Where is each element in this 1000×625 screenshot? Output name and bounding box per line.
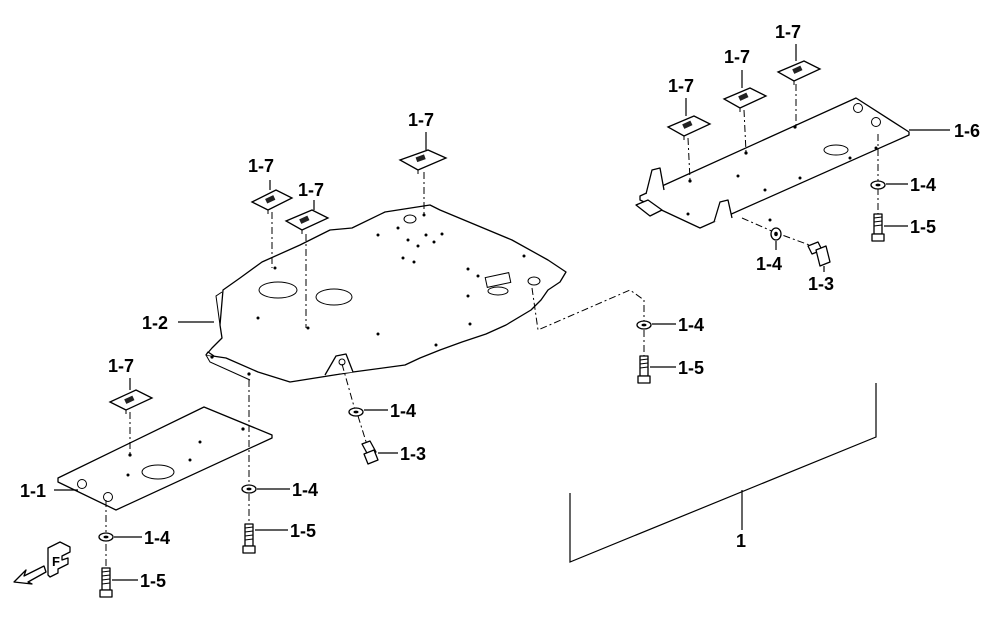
front-direction-marker: F	[13, 541, 71, 585]
callout-1-5: 1-5	[678, 358, 704, 378]
bolt	[871, 213, 885, 242]
assembly-bracket-1	[569, 383, 877, 563]
bolt	[807, 241, 831, 267]
callout-1-2: 1-2	[142, 313, 168, 333]
washers-1-4	[98, 180, 886, 542]
plate-1-6	[635, 97, 910, 229]
bolt	[637, 355, 651, 384]
front-marker-letter: F	[52, 554, 60, 569]
plate-1-2	[205, 204, 567, 383]
bolt	[99, 567, 113, 598]
callout-1-4: 1-4	[910, 175, 936, 195]
callout-1-7: 1-7	[298, 180, 324, 200]
pad-1-7-g	[776, 60, 822, 85]
alignment-lines	[105, 84, 879, 568]
pad-1-7-d	[108, 389, 154, 414]
washer	[770, 227, 782, 241]
washer	[870, 180, 886, 190]
bolts-1-5	[99, 213, 885, 598]
bolt	[361, 440, 379, 465]
washer	[241, 484, 257, 494]
callout-1-1: 1-1	[20, 481, 46, 501]
washer	[98, 532, 114, 542]
callout-1-5: 1-5	[140, 571, 166, 591]
callout-1-4: 1-4	[144, 528, 170, 548]
callout-1-4: 1-4	[292, 480, 318, 500]
callout-1-3: 1-3	[808, 274, 834, 294]
callout-1-7: 1-7	[724, 47, 750, 67]
pad-1-7-e	[666, 115, 712, 140]
callout-1-3: 1-3	[400, 444, 426, 464]
leader-lines	[54, 44, 950, 581]
washer	[636, 320, 652, 330]
callout-1: 1	[736, 531, 746, 551]
washer	[348, 407, 364, 417]
bolt	[242, 523, 256, 554]
callout-1-7: 1-7	[408, 110, 434, 130]
callout-1-4: 1-4	[678, 315, 704, 335]
callout-1-5: 1-5	[910, 217, 936, 237]
bolts-1-3	[361, 241, 831, 465]
callout-1-4: 1-4	[756, 254, 782, 274]
callout-labels: 1-7 1-7 1-7 1-7 1-7 1-7 1-7 1-2 1-1 1-6 …	[20, 22, 980, 591]
callout-1-7: 1-7	[775, 22, 801, 42]
pad-1-7-c	[398, 149, 448, 174]
plate-1-1	[57, 406, 273, 511]
pad-1-7-a	[250, 189, 294, 214]
callout-1-7: 1-7	[108, 356, 134, 376]
pad-1-7-b	[284, 209, 330, 234]
pad-1-7-f	[722, 87, 768, 112]
callout-1-7: 1-7	[668, 76, 694, 96]
callout-1-5: 1-5	[290, 521, 316, 541]
callout-1-6: 1-6	[954, 121, 980, 141]
callout-1-7: 1-7	[248, 156, 274, 176]
callout-1-4: 1-4	[390, 401, 416, 421]
